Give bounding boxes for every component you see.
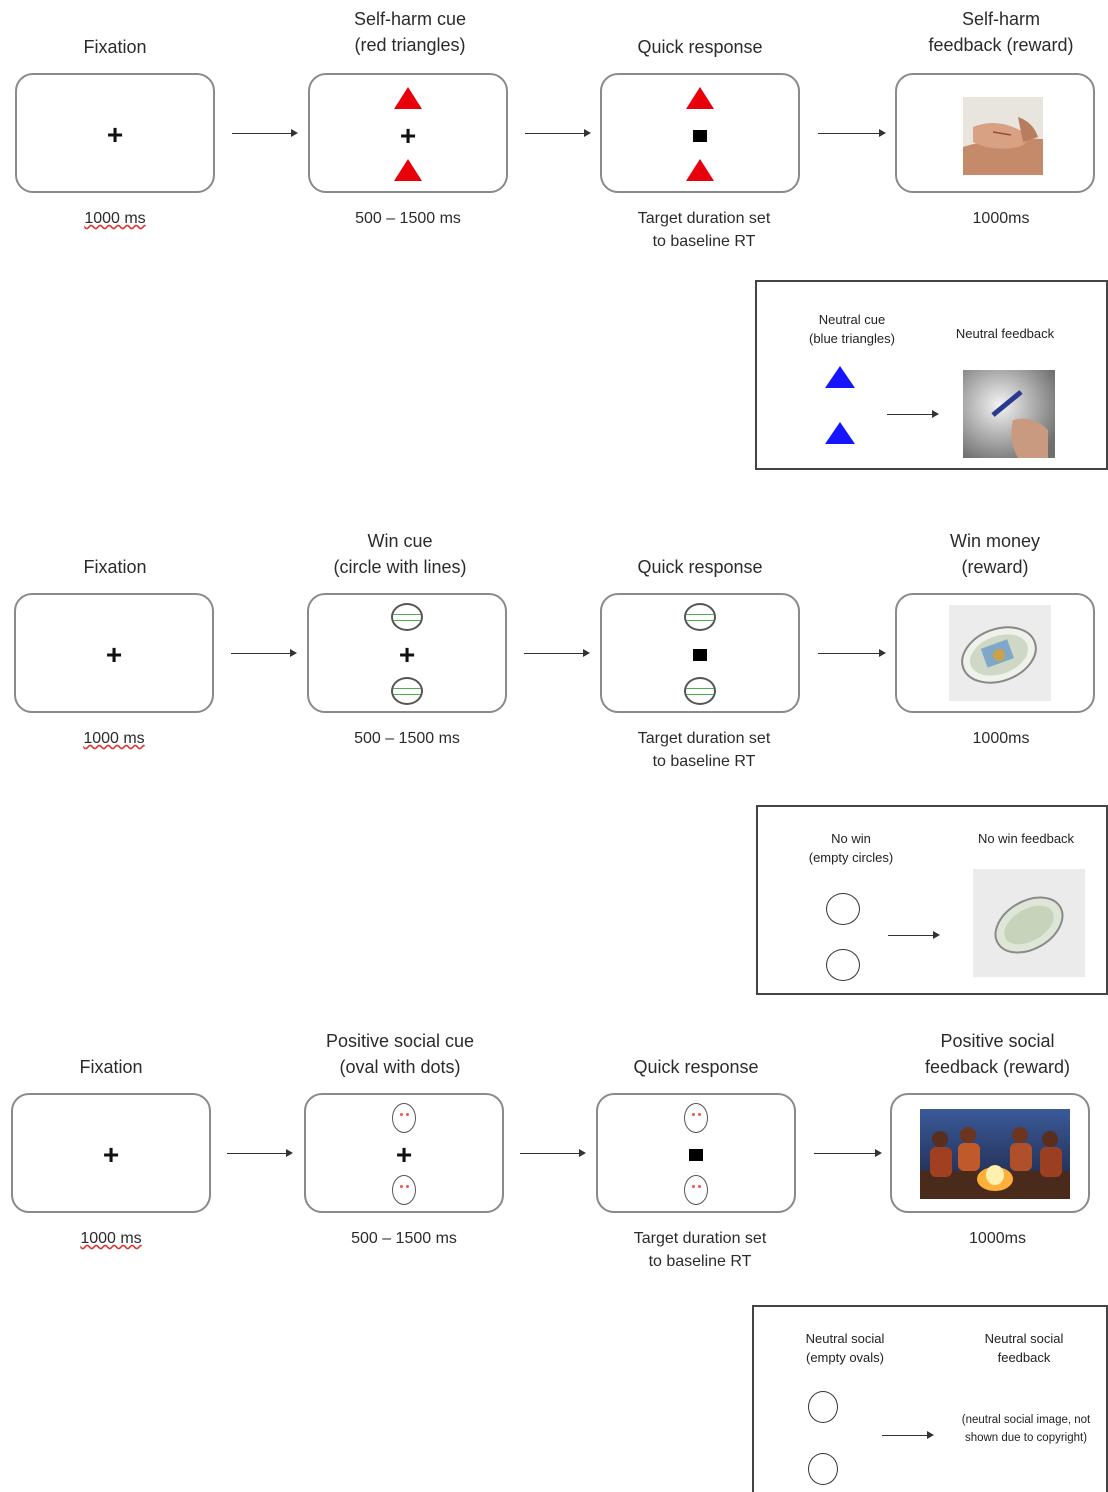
arrow xyxy=(888,931,940,939)
cue-duration: 500 – 1500 ms xyxy=(355,210,461,227)
fixation-cross: + xyxy=(398,639,416,670)
arrow xyxy=(232,129,298,137)
fixation-cross: + xyxy=(106,119,124,150)
cue-title: Win cue (circle with lines) xyxy=(333,531,467,577)
campfire-photo xyxy=(920,1109,1070,1199)
copyright-placeholder: (neutral social image, not shown due to … xyxy=(961,1414,1091,1444)
arrow xyxy=(818,649,886,657)
cue-screen: + xyxy=(307,593,507,713)
fixation-title: Fixation xyxy=(83,557,147,577)
fixation-cross: + xyxy=(102,1139,120,1170)
fixation-cross: + xyxy=(399,120,417,151)
red-triangle-icon xyxy=(686,159,714,181)
feedback-title: Win money (reward) xyxy=(949,531,1041,577)
feedback-duration: 1000ms xyxy=(972,730,1030,747)
fixation-screen: + xyxy=(14,593,214,713)
arrow xyxy=(814,1149,882,1157)
response-screen xyxy=(600,593,800,713)
arrow xyxy=(227,1149,293,1157)
neutral-panel: Neutral cue (blue triangles) Neutral fee… xyxy=(755,280,1108,470)
arrow xyxy=(887,410,939,418)
neutral-cue-title: Neutral cue (blue triangles) xyxy=(809,312,895,346)
neutral-social-feedback-title: Neutral social feedback xyxy=(984,1331,1064,1365)
response-title: Quick response xyxy=(633,1057,759,1077)
arrow xyxy=(524,649,590,657)
feedback-duration: 1000ms xyxy=(972,210,1030,227)
empty-circle-icon xyxy=(826,949,860,981)
feedback-screen xyxy=(895,73,1095,193)
neutral-social-cue-title: Neutral social (empty ovals) xyxy=(805,1331,885,1365)
cue-title: Positive social cue (oval with dots) xyxy=(325,1031,475,1077)
dotted-oval-icon xyxy=(684,1103,708,1133)
red-triangle-icon xyxy=(686,87,714,109)
arrow xyxy=(525,129,591,137)
feedback-screen xyxy=(890,1093,1090,1213)
fixation-duration: 1000 ms xyxy=(84,210,146,227)
neutral-feedback-title: Neutral feedback xyxy=(955,326,1055,341)
feedback-screen xyxy=(895,593,1095,713)
target-square xyxy=(693,130,707,142)
blue-triangle-icon xyxy=(825,422,855,444)
response-screen xyxy=(596,1093,796,1213)
fixation-cross: + xyxy=(105,639,123,670)
money-dish-photo xyxy=(949,605,1051,701)
fixation-duration: 1000 ms xyxy=(83,730,145,747)
arrow xyxy=(882,1431,934,1439)
target-square xyxy=(689,1149,703,1161)
red-triangle-icon xyxy=(394,159,422,181)
red-triangle-icon xyxy=(394,87,422,109)
no-win-panel: No win (empty circles) No win feedback xyxy=(756,805,1108,995)
no-win-cue-title: No win (empty circles) xyxy=(808,831,894,865)
empty-oval-icon xyxy=(808,1391,838,1423)
response-duration: Target duration set to baseline RT xyxy=(633,1230,767,1270)
feedback-title: Self-harm feedback (reward) xyxy=(928,9,1074,55)
neutral-photo xyxy=(963,370,1055,458)
cue-screen: + xyxy=(304,1093,504,1213)
fixation-title: Fixation xyxy=(79,1057,143,1077)
feedback-title: Positive social feedback (reward) xyxy=(924,1031,1071,1077)
arrow xyxy=(520,1149,586,1157)
fixation-cross: + xyxy=(395,1139,413,1170)
target-square xyxy=(693,649,707,661)
cue-duration: 500 – 1500 ms xyxy=(354,730,460,747)
blue-triangle-icon xyxy=(825,366,855,388)
fixation-duration: 1000 ms xyxy=(80,1230,142,1247)
empty-oval-icon xyxy=(808,1453,838,1485)
empty-dish-photo xyxy=(973,869,1085,977)
feedback-duration: 1000ms xyxy=(969,1230,1026,1247)
cue-duration: 500 – 1500 ms xyxy=(351,1230,457,1247)
dotted-oval-icon xyxy=(392,1103,416,1133)
arrow xyxy=(231,649,297,657)
dotted-oval-icon xyxy=(392,1175,416,1205)
striped-circle-icon xyxy=(391,603,423,631)
self-harm-photo xyxy=(963,97,1043,175)
arrow xyxy=(818,129,886,137)
fixation-screen: + xyxy=(15,73,215,193)
response-duration: Target duration set to baseline RT xyxy=(637,730,771,770)
response-screen xyxy=(600,73,800,193)
no-win-feedback-title: No win feedback xyxy=(977,831,1075,846)
striped-circle-icon xyxy=(684,677,716,705)
response-title: Quick response xyxy=(637,557,763,577)
cue-screen: + xyxy=(308,73,508,193)
dotted-oval-icon xyxy=(684,1175,708,1205)
striped-circle-icon xyxy=(391,677,423,705)
fixation-title: Fixation xyxy=(83,37,147,57)
response-title: Quick response xyxy=(637,37,763,57)
striped-circle-icon xyxy=(684,603,716,631)
fixation-screen: + xyxy=(11,1093,211,1213)
response-duration: Target duration set to baseline RT xyxy=(637,210,771,250)
neutral-social-panel: Neutral social (empty ovals) Neutral soc… xyxy=(752,1305,1108,1492)
empty-circle-icon xyxy=(826,893,860,925)
cue-title: Self-harm cue (red triangles) xyxy=(353,9,467,55)
